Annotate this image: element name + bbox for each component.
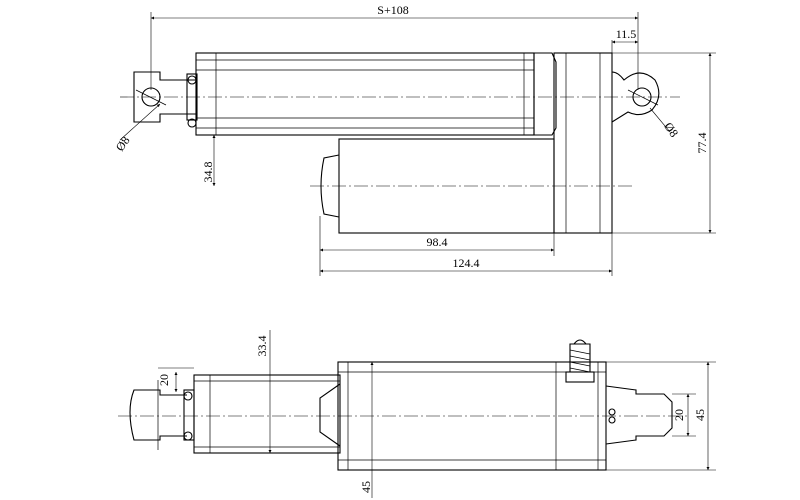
dim-overall-length: S+108 <box>377 3 408 17</box>
dim-rear-body-height: 45 <box>693 409 707 421</box>
rear-clevis <box>611 71 660 123</box>
rear-clevis-side <box>605 385 673 445</box>
dim-motor-length: 98.4 <box>427 235 448 249</box>
rear-housing <box>553 52 613 234</box>
front-rod-end <box>129 389 187 441</box>
dim-rod-eye-dia: Ø8 <box>113 134 133 154</box>
top-view: S+108 11.5 77.4 Ø8 Ø8 34.8 98.4 124.4 <box>113 3 716 276</box>
dim-motor-height: 34.8 <box>201 162 215 183</box>
bottom-view: 20 33.4 45 20 45 <box>118 330 716 498</box>
dim-rear-clevis-width: 20 <box>672 409 686 421</box>
dim-rear-offset: 11.5 <box>616 27 637 41</box>
cable-gland <box>565 339 595 383</box>
dim-body-width: 45 <box>359 481 373 493</box>
outer-tube <box>195 52 535 136</box>
dim-rod-width: 20 <box>157 374 171 386</box>
dim-tube-height: 33.4 <box>255 336 269 357</box>
dim-rear-eye-dia: Ø8 <box>661 120 681 140</box>
dim-motor-total-length: 124.4 <box>453 256 480 270</box>
dim-total-height: 77.4 <box>695 133 709 154</box>
outer-tube-side <box>193 374 341 454</box>
gearbox-housing <box>533 52 557 136</box>
